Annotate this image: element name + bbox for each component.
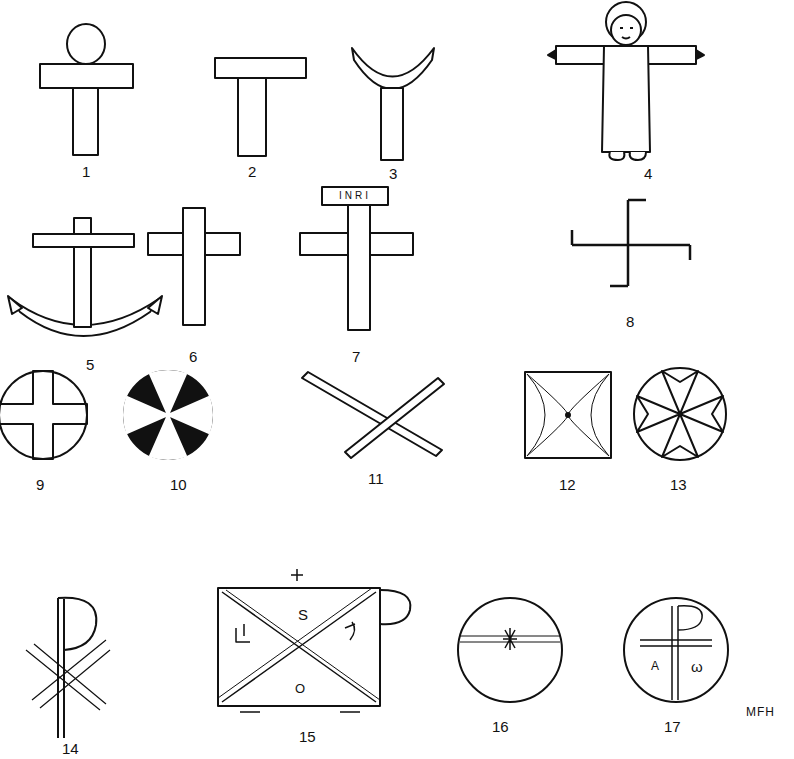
square-cross: [525, 372, 611, 458]
callout-number: 7: [352, 349, 360, 364]
callout-number: 13: [670, 477, 687, 492]
callout-number: 16: [492, 719, 509, 734]
hooked-cross: [572, 200, 690, 286]
forked-cross: [352, 48, 434, 160]
callout-number: 4: [644, 166, 652, 181]
callout-number: 2: [248, 164, 256, 179]
saltire-cross: [302, 372, 444, 458]
anchor-cross: [8, 218, 162, 336]
callout-number: 11: [368, 471, 384, 486]
callout-number: 14: [62, 741, 79, 756]
callout-number: 10: [170, 477, 187, 492]
callout-number: 17: [664, 719, 681, 734]
callout-number: 5: [86, 357, 94, 372]
circled-chi-rho: [624, 598, 728, 702]
ankh-cross: [40, 24, 133, 155]
pattee-cross-circle: [124, 371, 212, 459]
title-inscription: INRI: [339, 191, 371, 201]
callout-number: 8: [626, 314, 634, 329]
callout-number: 15: [299, 729, 316, 744]
callout-number: 9: [36, 477, 44, 492]
circle-star: [458, 598, 562, 702]
square-saltire: [218, 569, 410, 712]
callout-number: 6: [189, 349, 197, 364]
tau-cross: [215, 58, 306, 156]
maltese-cross-circle: [634, 368, 726, 460]
latin-cross: [148, 208, 240, 325]
inscription-letter: ω: [691, 659, 703, 674]
callout-number: 1: [82, 164, 90, 179]
callout-number: 3: [389, 166, 397, 181]
inscription-letter: S: [298, 607, 308, 622]
crucifix-figure: [548, 2, 704, 160]
callout-number: 12: [559, 477, 576, 492]
titled-cross: [300, 187, 413, 330]
circled-cross: [0, 371, 87, 459]
chi-rho: [26, 598, 110, 738]
signature: MFH: [746, 706, 775, 718]
inscription-letter: A: [651, 660, 659, 672]
inscription-letter: O: [295, 682, 305, 695]
